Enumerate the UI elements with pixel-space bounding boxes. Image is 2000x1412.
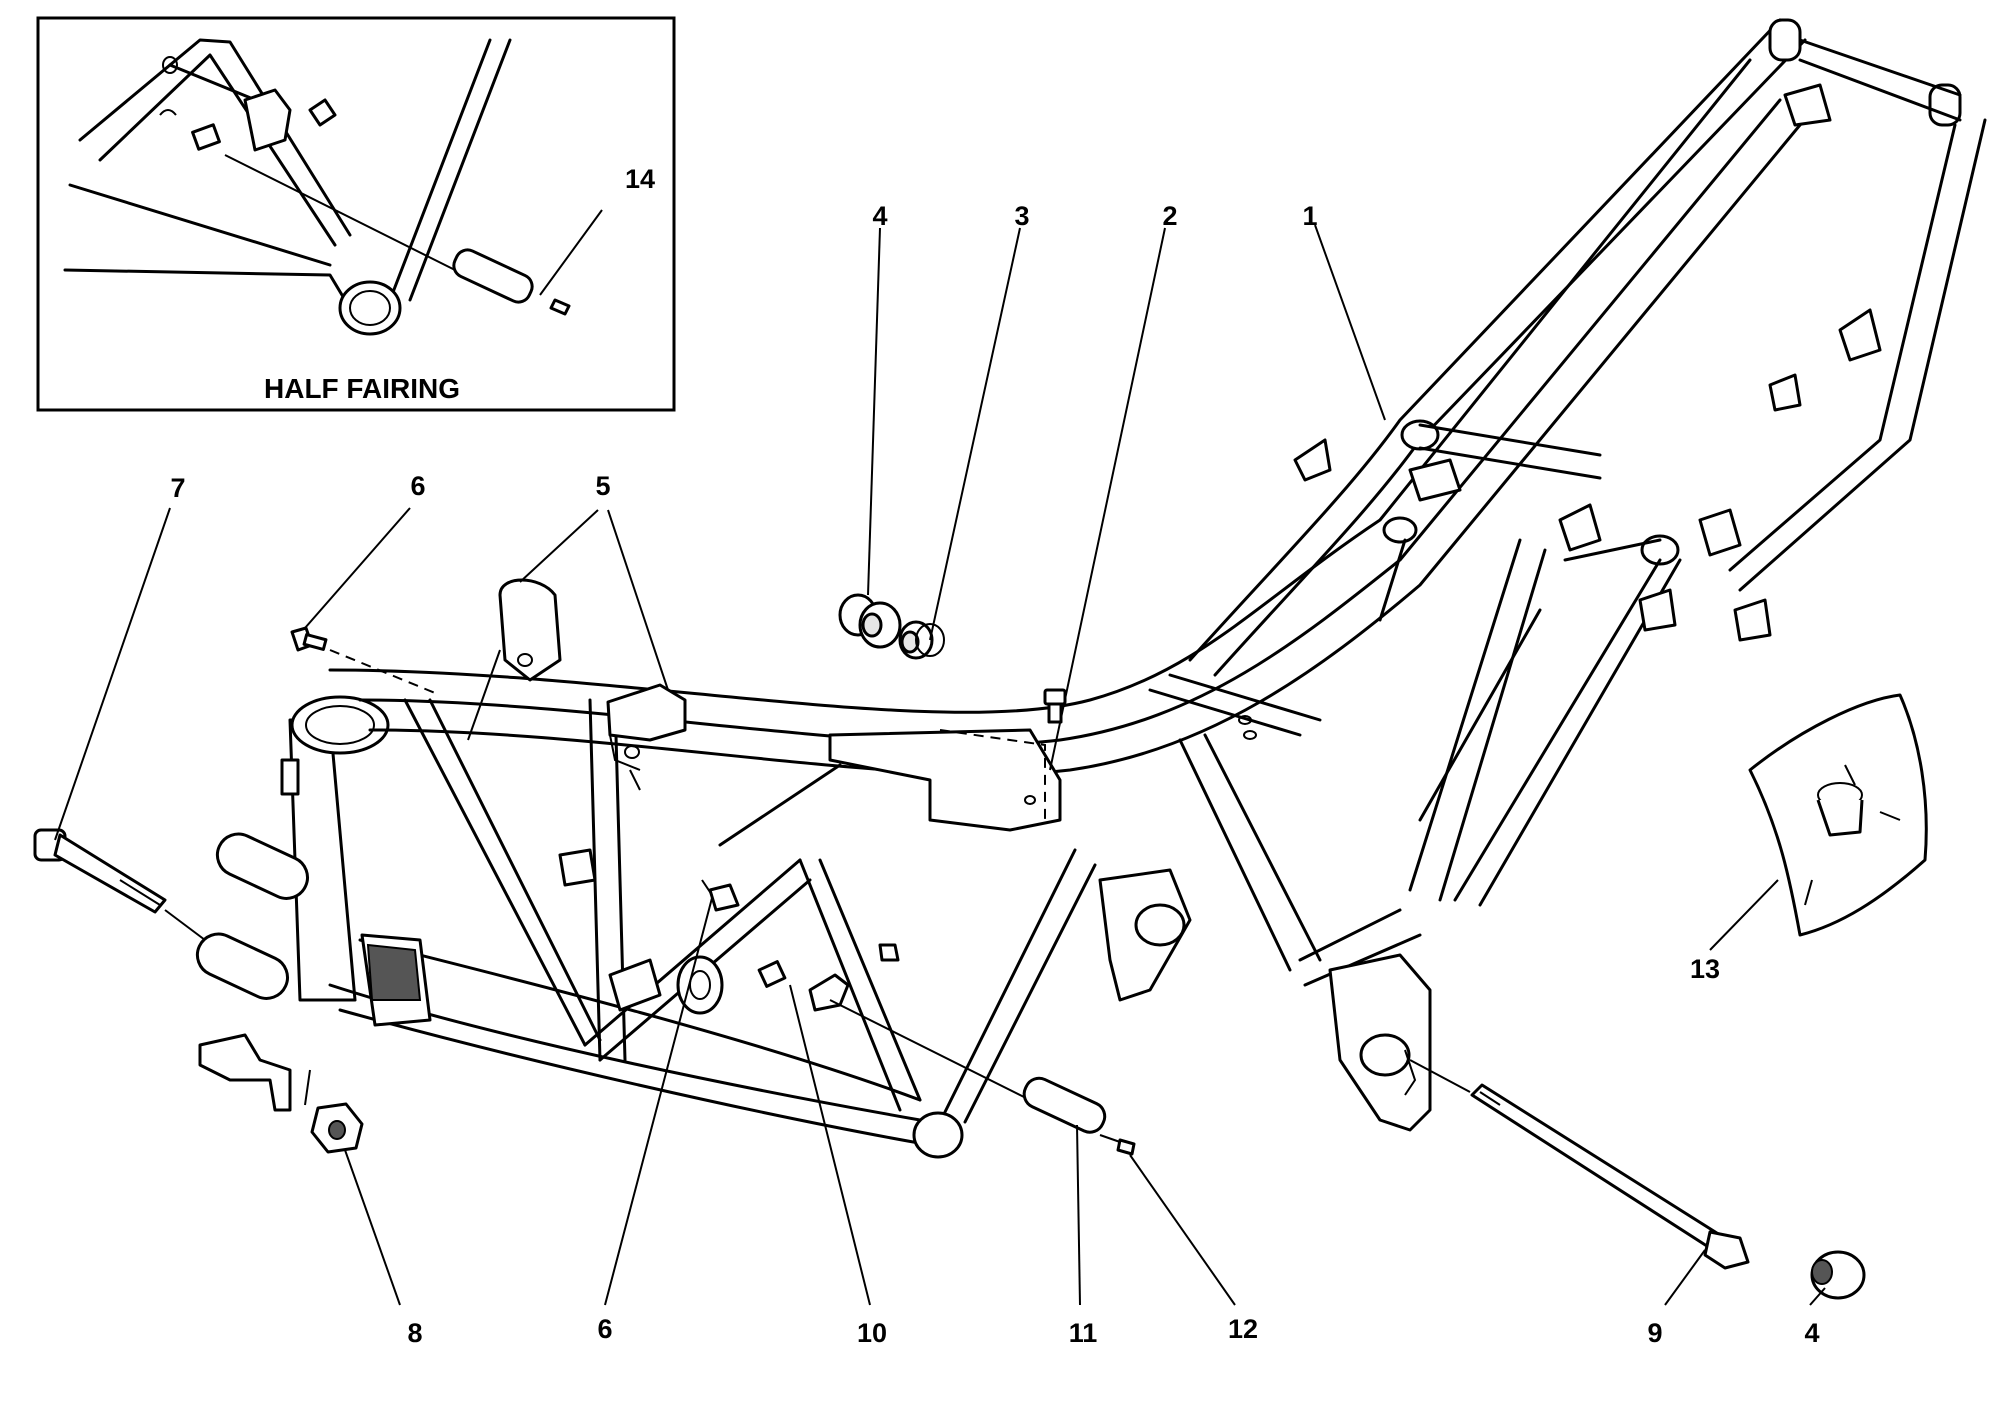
callout-2: 2 [1162,201,1177,231]
inset-border [36,16,676,412]
callout-4-top: 4 [872,201,887,231]
callout-4-bottom: 4 [1804,1318,1819,1348]
callout-8: 8 [407,1318,422,1348]
main-frame [198,18,1987,1159]
part-5-covers [467,578,687,791]
part-9-axle [1409,1059,1750,1270]
callout-12: 12 [1228,1314,1258,1344]
front-spacers [164,832,309,1000]
callout-1: 1 [1302,201,1317,231]
part-10-clip [757,960,1031,1101]
part-4-bottom-plug [1810,1250,1866,1300]
callout-14: 14 [625,164,655,194]
callout-7: 7 [170,473,185,503]
part-12-screw [1099,1134,1136,1156]
callout-13: 13 [1690,954,1720,984]
part-13-fairing-section [1748,693,1928,937]
callout-labels: 1 2 3 4 4 5 6 6 7 8 9 10 11 12 13 14 [170,164,1819,1348]
callout-10: 10 [857,1318,887,1348]
leader-lines [54,224,1826,1306]
callout-6-bottom: 6 [597,1314,612,1344]
part-8-nut [304,1069,364,1154]
part-4-top-grommet [838,593,902,649]
inset-title: HALF FAIRING [264,373,460,404]
inset-spacer [452,248,534,304]
callout-9: 9 [1647,1318,1662,1348]
callout-11: 11 [1069,1318,1098,1348]
callout-3: 3 [1014,201,1029,231]
half-fairing-inset: HALF FAIRING [36,16,676,412]
part-11-spacer [1022,1076,1107,1134]
part-7-long-bolt [33,828,167,914]
part-6-bolts [290,626,740,912]
callout-6-top: 6 [410,471,425,501]
callout-5: 5 [595,471,610,501]
inset-frame-tubes [63,38,512,336]
part-3-grommet [898,620,945,660]
